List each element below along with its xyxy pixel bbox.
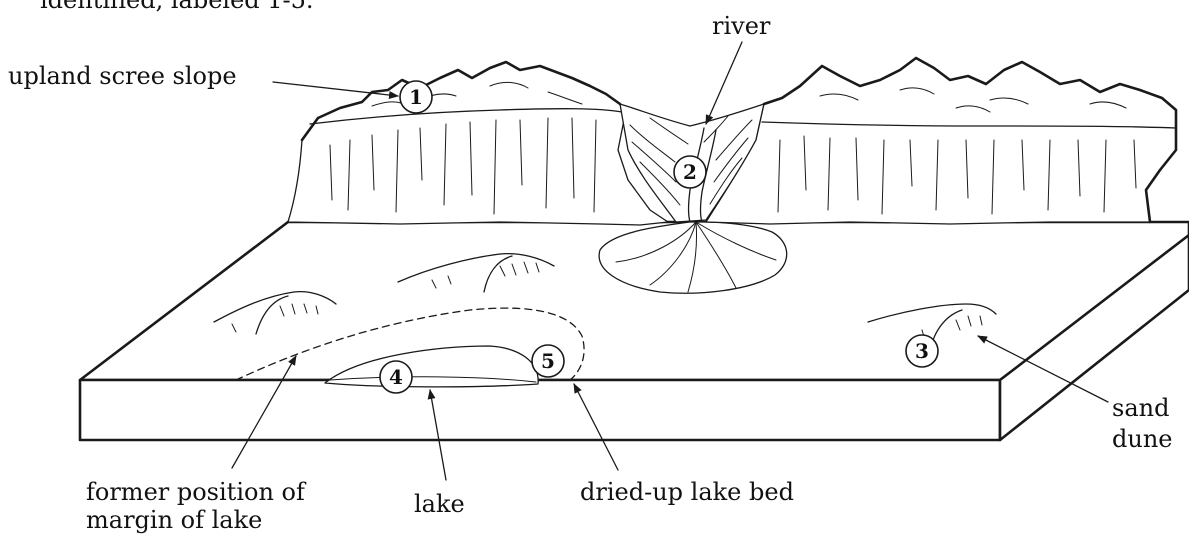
marker-2: 2 <box>674 156 706 188</box>
svg-text:1: 1 <box>409 85 423 109</box>
label-lake: lake <box>414 490 465 518</box>
label-former-position: former position of <box>86 478 307 506</box>
label-river: river <box>712 12 771 40</box>
label-dune: dune <box>1112 425 1172 453</box>
svg-text:2: 2 <box>683 160 697 184</box>
svg-text:3: 3 <box>915 339 929 363</box>
marker-5: 5 <box>532 345 564 377</box>
label-margin-of-lake: margin of lake <box>86 506 262 534</box>
label-upland-scree-slope: upland scree slope <box>8 62 237 90</box>
label-sand: sand <box>1112 394 1169 422</box>
label-dried-up-lake-bed: dried-up lake bed <box>580 478 794 506</box>
marker-1: 1 <box>400 81 432 113</box>
block-front-face <box>80 380 1000 440</box>
left-plateau <box>288 62 668 225</box>
marker-3: 3 <box>906 335 938 367</box>
caption-fragment: identified, labeled 1-5. <box>40 0 314 14</box>
arrow-upland-scree <box>273 82 398 96</box>
marker-4: 4 <box>380 361 412 393</box>
svg-text:5: 5 <box>541 349 555 373</box>
arrow-river <box>706 42 742 124</box>
svg-text:4: 4 <box>389 365 403 389</box>
